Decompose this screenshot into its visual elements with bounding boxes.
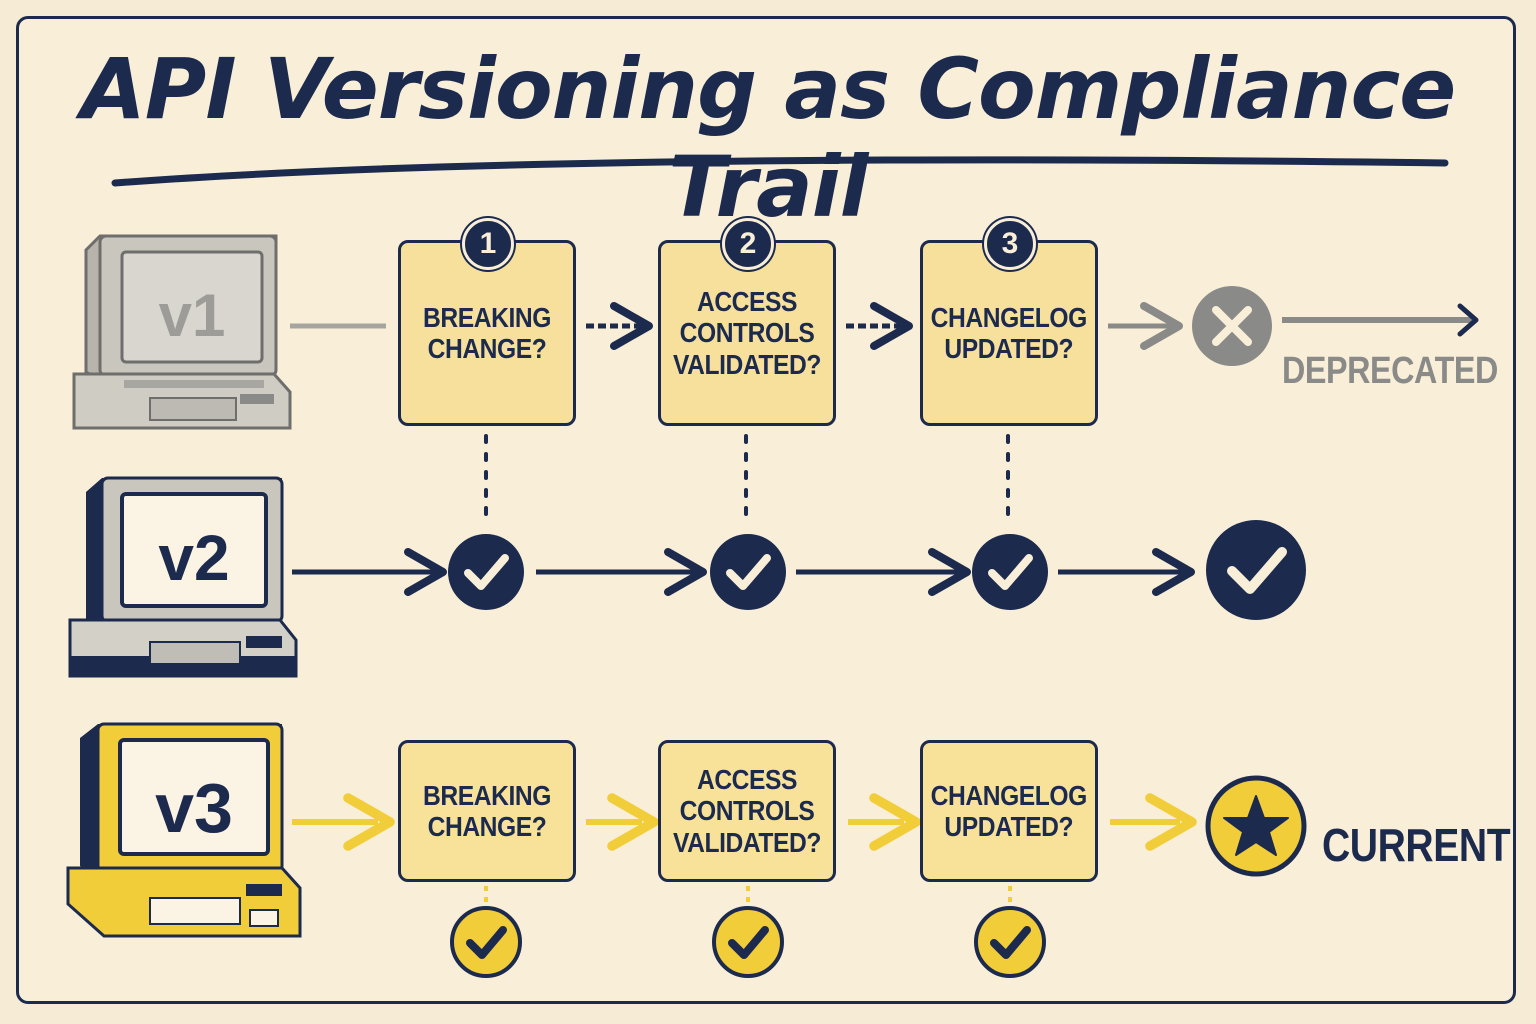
v3-check-circle-icon-2: [712, 906, 784, 978]
deprecated-label: DEPRECATED: [1282, 350, 1498, 392]
v1-step-label-3: CHANGELOG UPDATED?: [930, 301, 1088, 364]
v3-step-box-access-controls: ACCESS CONTROLS VALIDATED?: [658, 740, 836, 882]
step-number-badge-3: 3: [984, 218, 1036, 270]
current-label: CURRENT: [1322, 819, 1511, 871]
step-number-badge-2: 2: [722, 218, 774, 270]
v2-check-circle-icon-1: [448, 534, 524, 610]
v2-check-circle-icon-2: [710, 534, 786, 610]
v1-step-box-access-controls: ACCESS CONTROLS VALIDATED?: [658, 240, 836, 426]
v3-step-box-changelog: CHANGELOG UPDATED?: [920, 740, 1098, 882]
v3-check-circle-icon-3: [974, 906, 1046, 978]
current-star-icon: [1205, 775, 1307, 877]
v3-computer-icon: v3: [66, 722, 302, 938]
v3-step-label-1: BREAKING CHANGE?: [423, 779, 551, 842]
diagram-title: API Versioning as Compliance Trail: [80, 40, 1456, 236]
v1-step-label-2: ACCESS CONTROLS VALIDATED?: [672, 285, 821, 380]
deprecated-x-circle-icon: [1192, 286, 1272, 366]
v1-screen-label: v1: [159, 282, 226, 349]
v1-computer-icon: v1: [72, 234, 292, 430]
v3-step-label-2: ACCESS CONTROLS VALIDATED?: [672, 763, 821, 858]
v3-step-box-breaking-change: BREAKING CHANGE?: [398, 740, 576, 882]
v1-step-label-1: BREAKING CHANGE?: [423, 301, 551, 364]
v2-screen-label: v2: [158, 522, 229, 594]
v1-step-box-changelog: CHANGELOG UPDATED?: [920, 240, 1098, 426]
step-number-badge-1: 1: [462, 218, 514, 270]
v3-screen-label: v3: [155, 769, 233, 847]
title-underline: [111, 156, 1449, 187]
v2-check-circle-icon-3: [972, 534, 1048, 610]
v2-final-check-circle-icon: [1206, 520, 1306, 620]
v3-check-circle-icon-1: [450, 906, 522, 978]
v2-computer-icon: v2: [68, 476, 298, 678]
v3-step-label-3: CHANGELOG UPDATED?: [930, 779, 1088, 842]
